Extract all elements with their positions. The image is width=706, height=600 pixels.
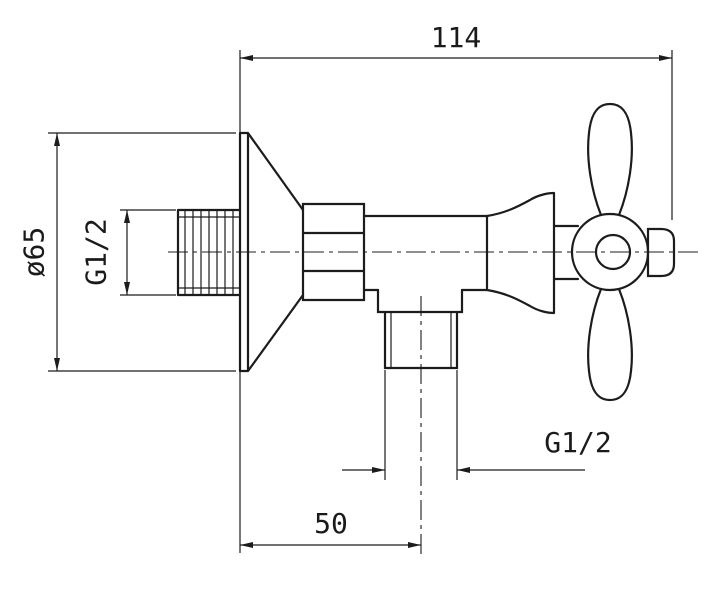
flange-diameter-label: ø65 (18, 227, 51, 278)
dim-outlet-thread: G1/2 (342, 370, 612, 480)
outlet-thread-root-lines (390, 312, 452, 368)
inlet-thread-label: G1/2 (80, 218, 113, 285)
dim-overall-width: 114 (239, 21, 673, 220)
valve-bonnet (485, 191, 556, 315)
outlet-outline (376, 288, 464, 370)
inlet-thread (176, 208, 242, 297)
extension-lines (384, 370, 458, 480)
wall-flange (238, 131, 305, 373)
cross-handle (570, 102, 676, 402)
handle-arm-front-cap (646, 227, 676, 278)
hex-nut (301, 202, 366, 302)
handle-stem-screw (594, 233, 632, 271)
dim-flange-diameter: ø65 (18, 132, 236, 372)
valve-outline (176, 102, 676, 402)
outlet-offset-label: 50 (314, 507, 348, 540)
overall-width-label: 114 (431, 21, 482, 54)
handle-arm-top (587, 102, 633, 217)
extension-lines (48, 132, 236, 372)
extension-lines (239, 50, 673, 220)
dim-inlet-thread: G1/2 (80, 209, 176, 296)
outlet-thread (376, 288, 464, 370)
valve-body (362, 214, 489, 292)
extension-lines (120, 209, 176, 296)
dim-outlet-offset: 50 (239, 371, 421, 553)
handle-stem (552, 224, 580, 281)
inlet-thread-hatch (184, 210, 234, 295)
centerlines (168, 251, 700, 558)
outlet-thread-label: G1/2 (544, 426, 611, 459)
handle-arm-bottom (587, 287, 633, 402)
